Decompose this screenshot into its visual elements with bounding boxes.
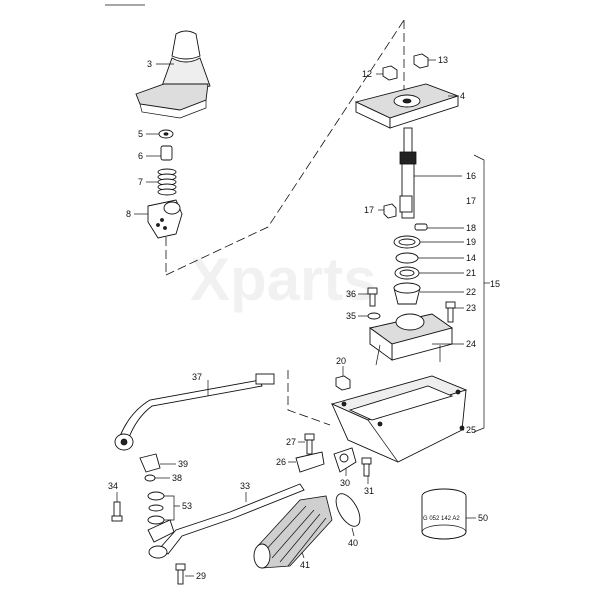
callout-26: 26 [276, 457, 286, 467]
callout-20: 20 [336, 356, 346, 366]
callout-7: 7 [138, 177, 143, 187]
washer-35 [367, 312, 381, 320]
cover-plate-4 [354, 83, 460, 129]
callout-23: 23 [466, 303, 476, 313]
rubber-boot-41 [253, 495, 333, 569]
sleeve-50 [421, 488, 467, 540]
leader-lines [116, 59, 476, 577]
callout-8: 8 [126, 209, 131, 219]
callout-24: 24 [466, 339, 476, 349]
callout-25: 25 [466, 425, 476, 435]
callout-36: 36 [346, 289, 356, 299]
lever-housing-24 [368, 313, 454, 366]
callout-17: 17 [466, 196, 476, 206]
callout-22: 22 [466, 287, 476, 297]
callout-3: 3 [147, 59, 152, 69]
dashed-link-housing [287, 370, 331, 426]
callout-40: 40 [348, 538, 358, 548]
bolt-27 [304, 433, 315, 455]
shift-knob-boot [135, 30, 211, 119]
callout-6: 6 [138, 151, 143, 161]
bushing-set-53 [147, 491, 165, 525]
washer-38 [144, 474, 156, 482]
pin-18 [414, 223, 428, 231]
watermark-text: Xparts [190, 246, 377, 313]
callout-53: 53 [182, 501, 192, 511]
callout-38: 38 [172, 473, 182, 483]
callout-13: 13 [438, 55, 448, 65]
bolt-36 [367, 287, 378, 307]
gearshift-lever-16 [399, 127, 417, 219]
callout-16: 16 [466, 171, 476, 181]
housing-tray-25 [330, 375, 468, 463]
callout-12: 12 [362, 69, 372, 79]
nut-17 [383, 203, 397, 219]
callout-5: 5 [138, 129, 143, 139]
callout-14: 14 [466, 253, 476, 263]
lever-guide-8 [147, 199, 183, 239]
callout-19: 19 [466, 237, 476, 247]
callout-29: 29 [196, 571, 206, 581]
callout-33: 33 [240, 481, 250, 491]
clamp-30 [333, 447, 357, 473]
nut-12 [382, 65, 398, 81]
nut-13 [413, 53, 429, 69]
callout-50: 50 [478, 513, 488, 523]
bolt-34 [111, 501, 123, 522]
selector-rod-33 [147, 483, 305, 559]
callout-35: 35 [346, 311, 356, 321]
sleeve-marking: G 052 142 A2 [423, 516, 460, 522]
ball-socket-22 [393, 282, 421, 305]
bolt-29 [175, 563, 186, 585]
callout-34: 34 [108, 481, 118, 491]
clip-39 [139, 453, 161, 473]
callout-39: 39 [178, 459, 188, 469]
bracket-26 [295, 451, 325, 473]
shift-rod-37 [114, 373, 275, 451]
bolt-31 [361, 457, 372, 477]
callout-17-nut: 17 [364, 205, 374, 215]
dashed-link-left [165, 19, 405, 276]
bush-6 [160, 145, 173, 161]
nut-20 [335, 375, 351, 391]
callout-15: 15 [490, 279, 500, 289]
callout-31: 31 [364, 486, 374, 496]
ring-14 [395, 252, 419, 264]
callout-21: 21 [466, 268, 476, 278]
bolt-23 [445, 301, 456, 323]
callout-4: 4 [460, 91, 465, 101]
callout-18: 18 [466, 223, 476, 233]
group-bracket-15 [473, 154, 485, 433]
spring-7 [157, 168, 177, 196]
callout-27: 27 [286, 437, 296, 447]
callout-37: 37 [192, 372, 202, 382]
callout-30: 30 [340, 478, 350, 488]
o-ring-40 [335, 493, 361, 527]
callout-41: 41 [300, 560, 310, 570]
